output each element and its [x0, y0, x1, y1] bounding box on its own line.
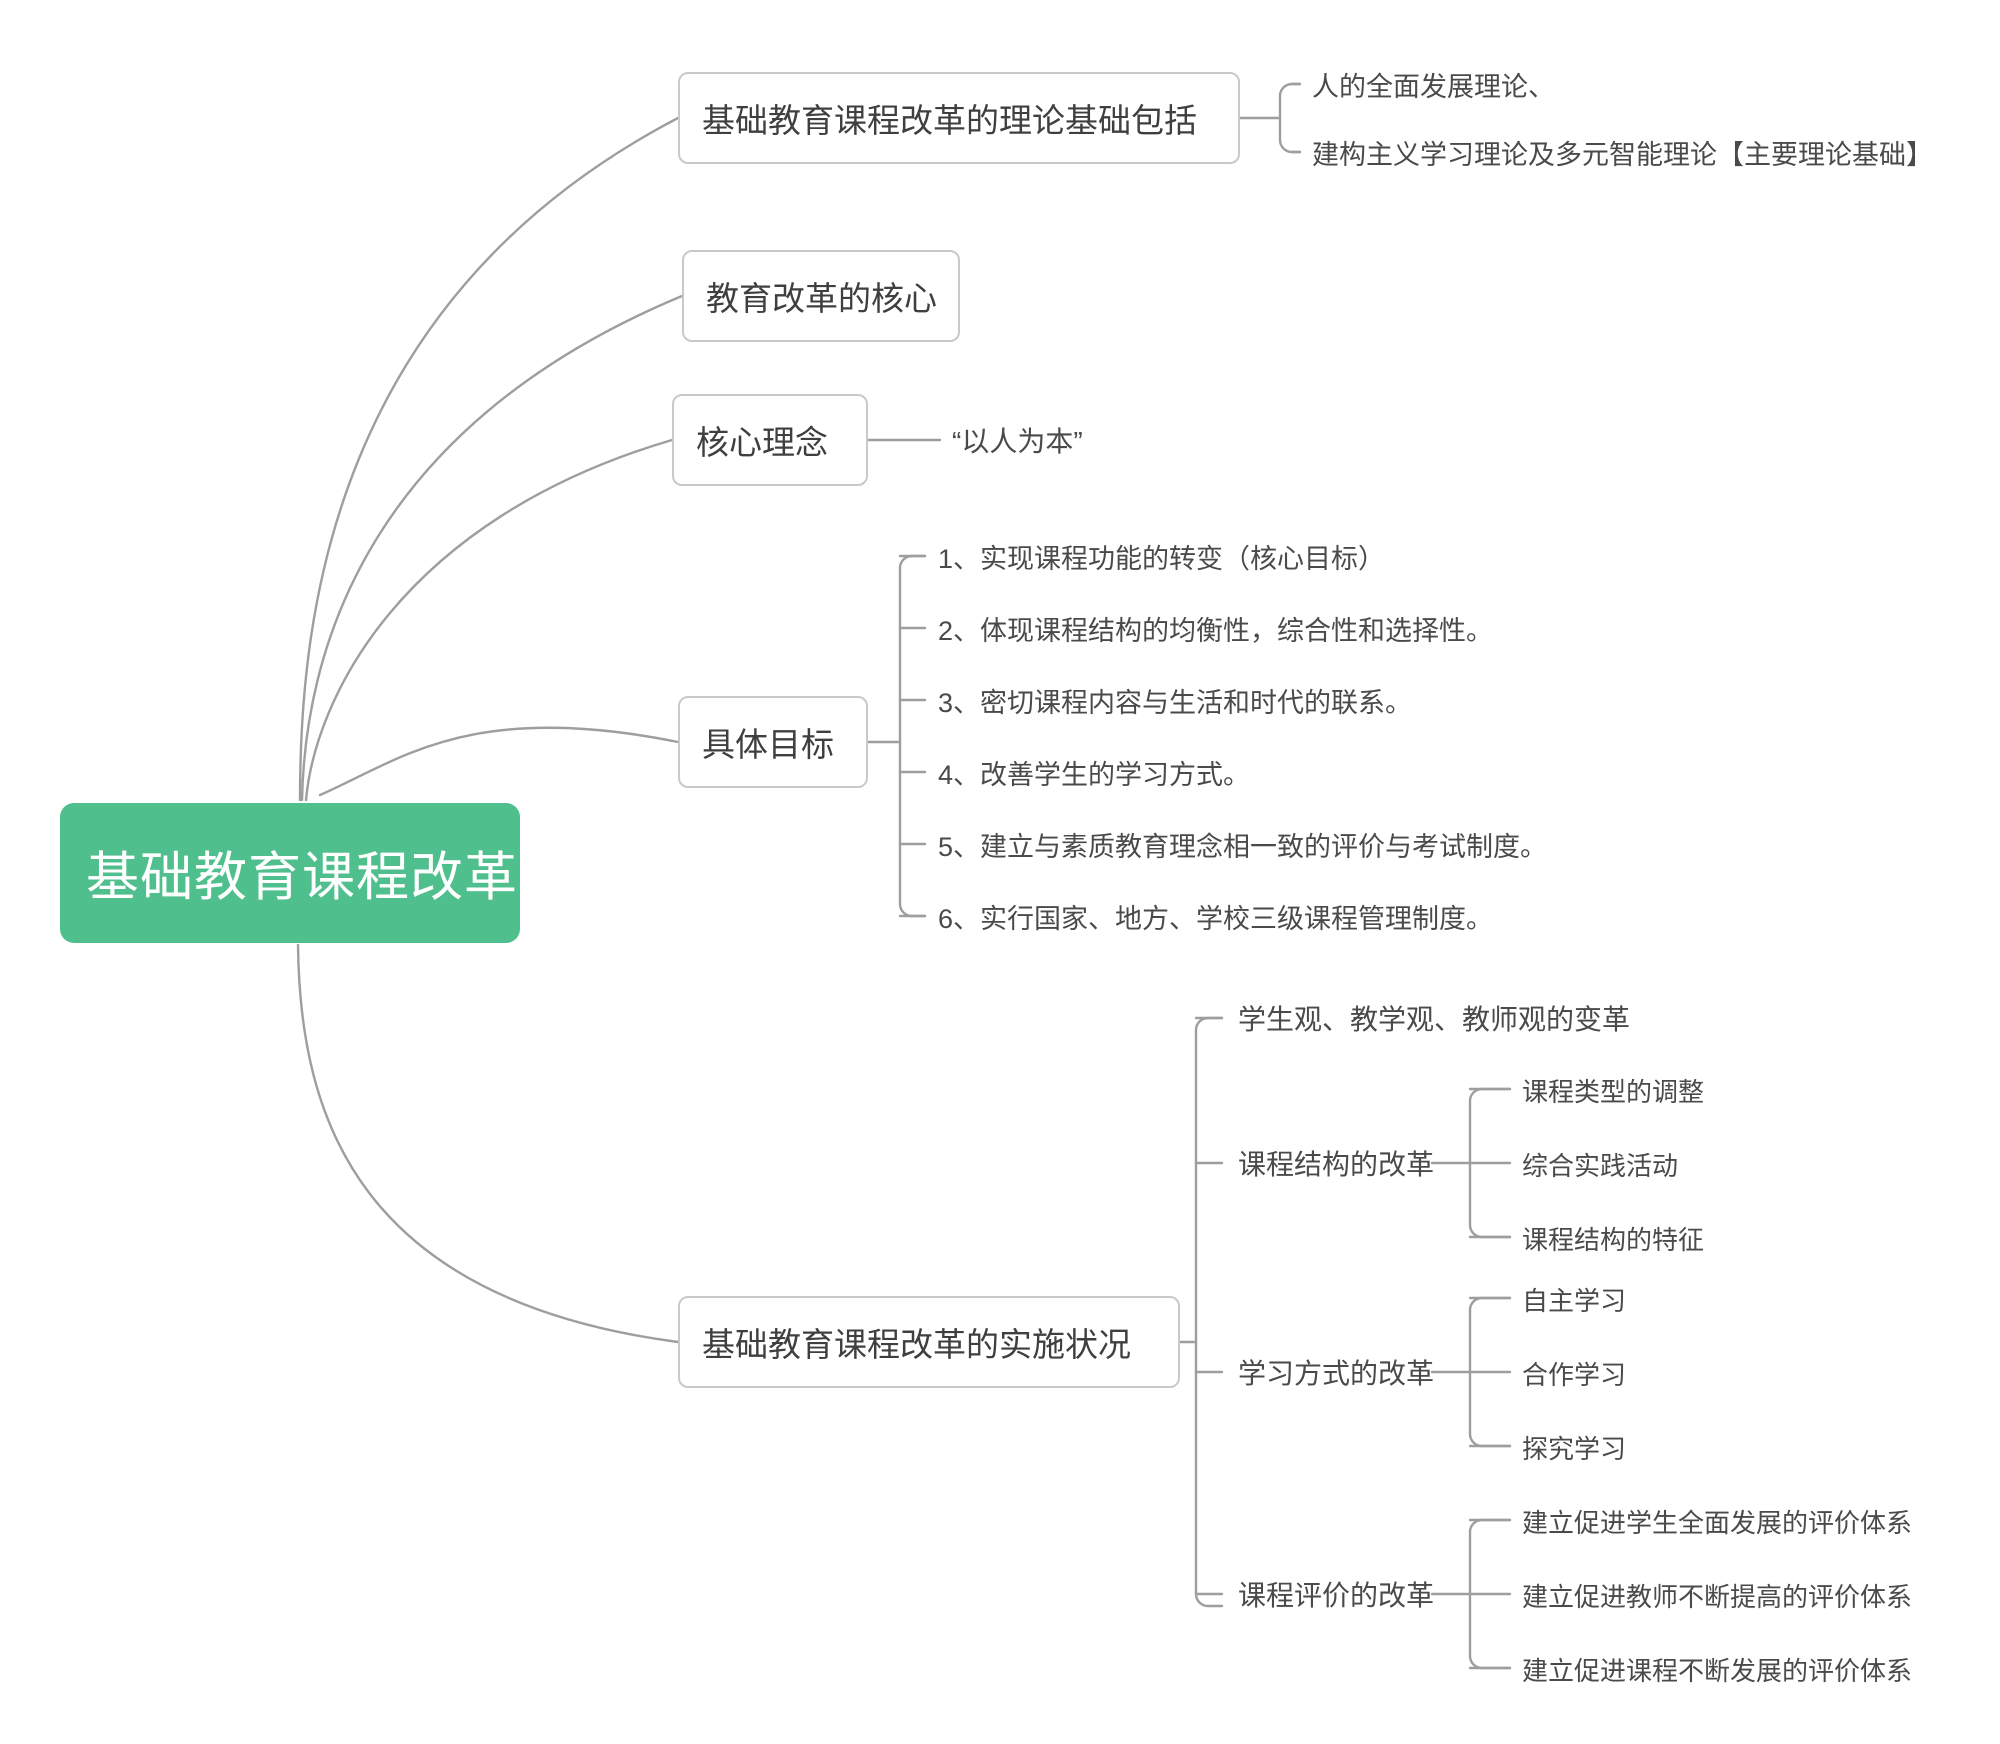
leaf-theory-1[interactable]: 人的全面发展理论、: [1312, 71, 1555, 102]
wire-root-to-branch5: [296, 943, 680, 1344]
branch-node-specific-goals[interactable]: 具体目标: [678, 696, 868, 788]
branch-node-reform-core[interactable]: 教育改革的核心: [682, 250, 960, 342]
leaf-learning-1[interactable]: 自主学习: [1522, 1285, 1627, 1316]
branch-node-theory-basis[interactable]: 基础教育课程改革的理论基础包括: [678, 72, 1240, 164]
wire-root-to-branch3: [304, 438, 674, 802]
leaf-goal-1[interactable]: 1、实现课程功能的转变（核心目标）: [938, 543, 1386, 574]
leaf-goal-2[interactable]: 2、体现课程结构的均衡性，综合性和选择性。: [938, 615, 1494, 646]
wire-b4-spine: [898, 554, 927, 918]
wire-root-to-branch2: [300, 294, 684, 802]
leaf-structure-2[interactable]: 综合实践活动: [1522, 1150, 1679, 1181]
leaf-structure-3[interactable]: 课程结构的特征: [1522, 1224, 1705, 1255]
leaf-structure-1[interactable]: 课程类型的调整: [1522, 1076, 1705, 1107]
wire-b5-spine: [1194, 1016, 1224, 1608]
leaf-goal-6[interactable]: 6、实行国家、地方、学校三级课程管理制度。: [938, 903, 1494, 934]
wire-b1-bracket: [1278, 82, 1302, 154]
subnode-views-change[interactable]: 学生观、教学观、教师观的变革: [1238, 1004, 1631, 1035]
branch-node-core-concept[interactable]: 核心理念: [672, 394, 868, 486]
leaf-learning-2[interactable]: 合作学习: [1522, 1359, 1627, 1390]
leaf-evaluation-3[interactable]: 建立促进课程不断发展的评价体系: [1522, 1655, 1913, 1686]
root-node[interactable]: 基础教育课程改革: [60, 803, 520, 943]
leaf-evaluation-2[interactable]: 建立促进教师不断提高的评价体系: [1522, 1581, 1913, 1612]
leaf-goal-5[interactable]: 5、建立与素质教育理念相一致的评价与考试制度。: [938, 831, 1548, 862]
branch-node-implementation[interactable]: 基础教育课程改革的实施状况: [678, 1296, 1180, 1388]
leaf-core-concept-1[interactable]: “以人为本”: [952, 426, 1083, 457]
leaf-theory-2[interactable]: 建构主义学习理论及多元智能理论【主要理论基础】: [1312, 139, 1933, 170]
leaf-evaluation-1[interactable]: 建立促进学生全面发展的评价体系: [1522, 1507, 1913, 1538]
wire-b5c4-spine: [1468, 1518, 1512, 1670]
subnode-structure-reform[interactable]: 课程结构的改革: [1238, 1149, 1435, 1180]
subnode-learning-style-reform[interactable]: 学习方式的改革: [1238, 1358, 1435, 1389]
leaf-goal-3[interactable]: 3、密切课程内容与生活和时代的联系。: [938, 687, 1413, 718]
leaf-learning-3[interactable]: 探究学习: [1522, 1433, 1627, 1464]
leaf-goal-4[interactable]: 4、改善学生的学习方式。: [938, 759, 1251, 790]
subnode-evaluation-reform[interactable]: 课程评价的改革: [1238, 1580, 1435, 1611]
wire-root-to-branch1: [298, 116, 680, 802]
wire-b5c3-spine: [1468, 1296, 1512, 1448]
wire-root-to-branch4: [318, 726, 680, 797]
wire-b5c2-spine: [1468, 1087, 1512, 1239]
